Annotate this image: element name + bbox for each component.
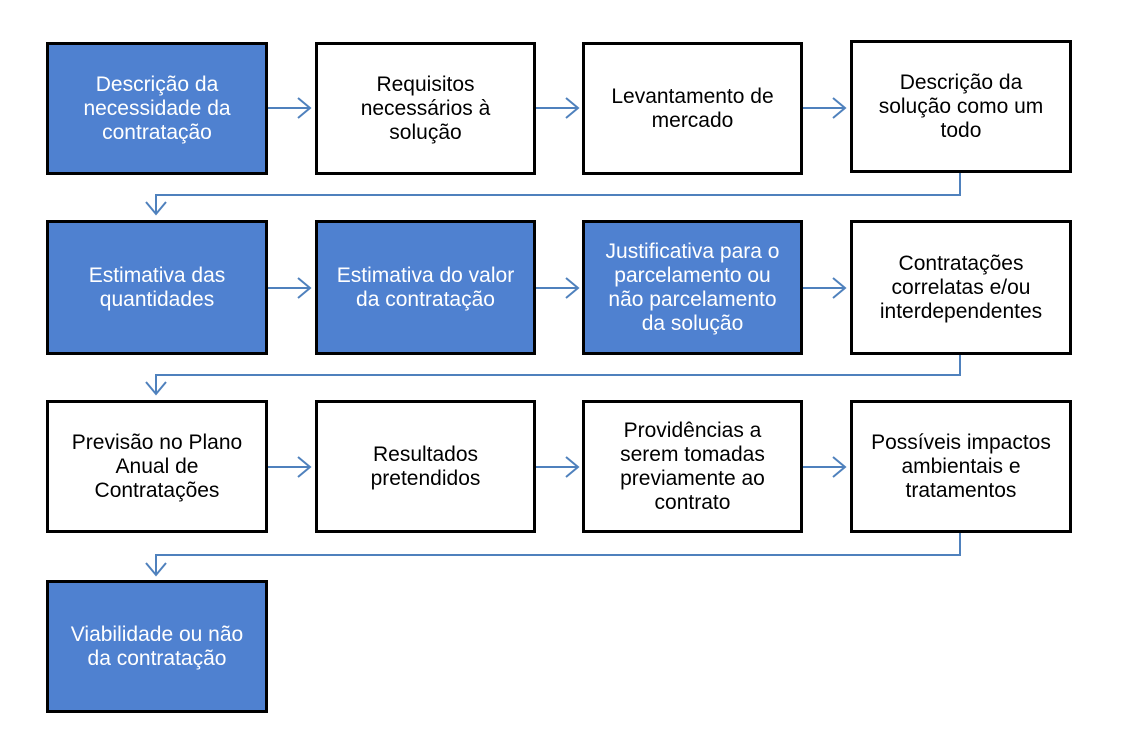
- step-label: Descrição da solução como um todo: [878, 70, 1044, 142]
- step-box: Possíveis impactos ambientais e tratamen…: [850, 400, 1072, 533]
- arrow-6-7: [536, 277, 580, 299]
- arrow-5-6: [268, 277, 312, 299]
- arrow-12-13: [145, 533, 961, 577]
- arrow-4-5: [145, 173, 961, 216]
- step-label: Resultados pretendidos: [370, 442, 481, 490]
- step-label: Possíveis impactos ambientais e tratamen…: [871, 430, 1051, 502]
- step-box: Descrição da solução como um todo: [850, 40, 1072, 173]
- arrow-1-2: [268, 97, 312, 119]
- step-box: Providências a serem tomadas previamente…: [582, 400, 803, 533]
- step-label: Viabilidade ou não da contratação: [70, 622, 244, 670]
- step-box: Previsão no Plano Anual de Contratações: [46, 400, 268, 533]
- arrow-10-11: [536, 456, 580, 478]
- arrow-11-12: [803, 456, 847, 478]
- arrow-3-4: [803, 97, 847, 119]
- step-box: Viabilidade ou não da contratação: [46, 580, 268, 713]
- step-box: Estimativa das quantidades: [46, 220, 268, 355]
- step-box: Resultados pretendidos: [315, 400, 536, 533]
- step-label: Providências a serem tomadas previamente…: [620, 418, 765, 514]
- step-label: Levantamento de mercado: [611, 84, 774, 132]
- step-box: Justificativa para o parcelamento ou não…: [582, 220, 803, 355]
- arrow-7-8: [803, 277, 847, 299]
- step-label: Justificativa para o parcelamento ou não…: [605, 239, 780, 335]
- step-label: Descrição da necessidade da contratação: [83, 72, 231, 144]
- step-label: Estimativa do valor da contratação: [336, 263, 515, 311]
- step-label: Requisitos necessários à solução: [360, 72, 491, 144]
- step-box: Requisitos necessários à solução: [315, 42, 536, 175]
- step-box: Descrição da necessidade da contratação: [46, 42, 268, 175]
- step-label: Contratações correlatas e/ou interdepend…: [879, 251, 1043, 323]
- arrow-9-10: [268, 456, 312, 478]
- step-box: Contratações correlatas e/ou interdepend…: [850, 220, 1072, 355]
- step-box: Estimativa do valor da contratação: [315, 220, 536, 355]
- step-label: Previsão no Plano Anual de Contratações: [71, 430, 243, 502]
- arrow-8-9: [145, 354, 961, 396]
- arrow-2-3: [536, 97, 580, 119]
- step-box: Levantamento de mercado: [582, 42, 803, 175]
- step-label: Estimativa das quantidades: [88, 263, 226, 311]
